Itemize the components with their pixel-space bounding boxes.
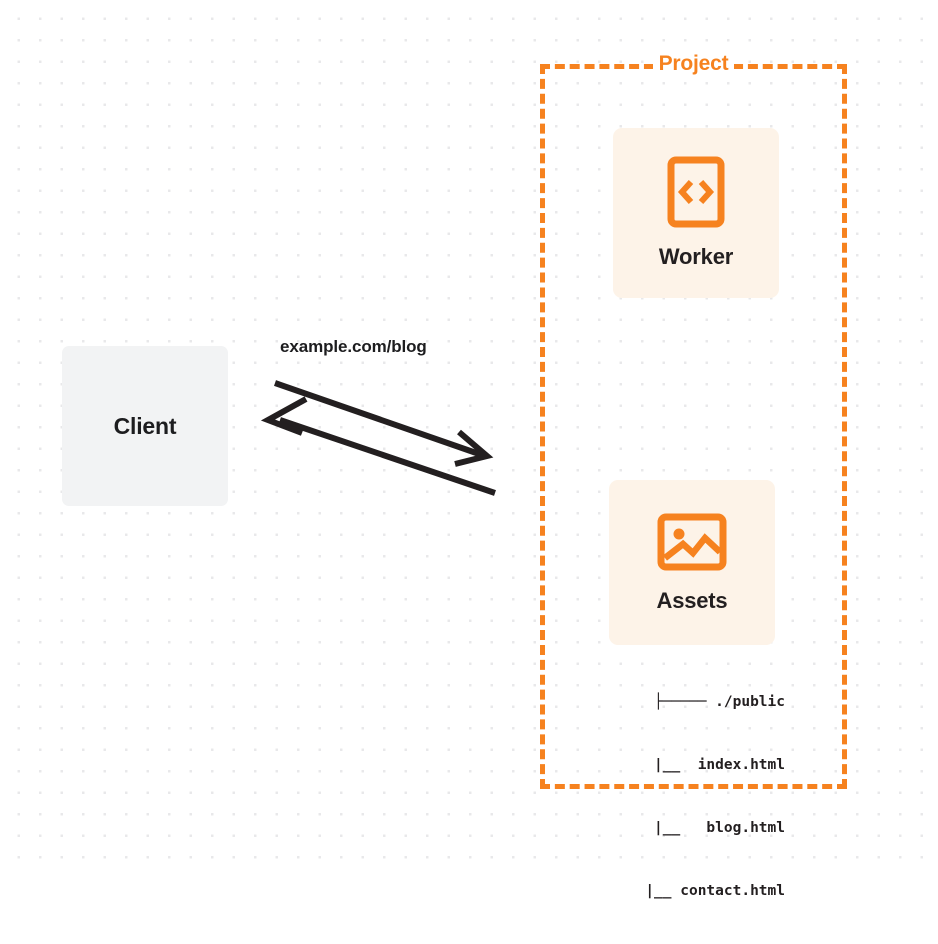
file-tree-row: |__ blog.html (610, 820, 785, 836)
assets-node[interactable]: Assets (609, 480, 775, 645)
file-tree-row: ├───── ./public (654, 694, 785, 710)
assets-node-label: Assets (656, 587, 728, 613)
assets-file-tree: ├───── ./public |__ index.html |__ blog.… (585, 650, 785, 944)
diagram-canvas: Client example.com/blog Project Worker (0, 0, 938, 899)
request-url-label: example.com/blog (280, 337, 427, 356)
client-project-connector (260, 380, 496, 496)
client-node[interactable]: Client (62, 346, 228, 506)
client-node-label: Client (113, 412, 177, 439)
image-icon (657, 513, 727, 570)
file-tree-row: |__ contact.html (601, 883, 785, 899)
project-title-text: Project (652, 52, 735, 75)
project-title: Project (540, 52, 847, 76)
worker-node-label: Worker (658, 244, 734, 269)
file-tree-row: |__ index.html (610, 757, 785, 773)
request-arrow-to-project (274, 380, 494, 467)
response-arrow-to-client (260, 396, 496, 496)
code-brackets-icon (667, 156, 725, 228)
worker-node[interactable]: Worker (613, 128, 779, 298)
